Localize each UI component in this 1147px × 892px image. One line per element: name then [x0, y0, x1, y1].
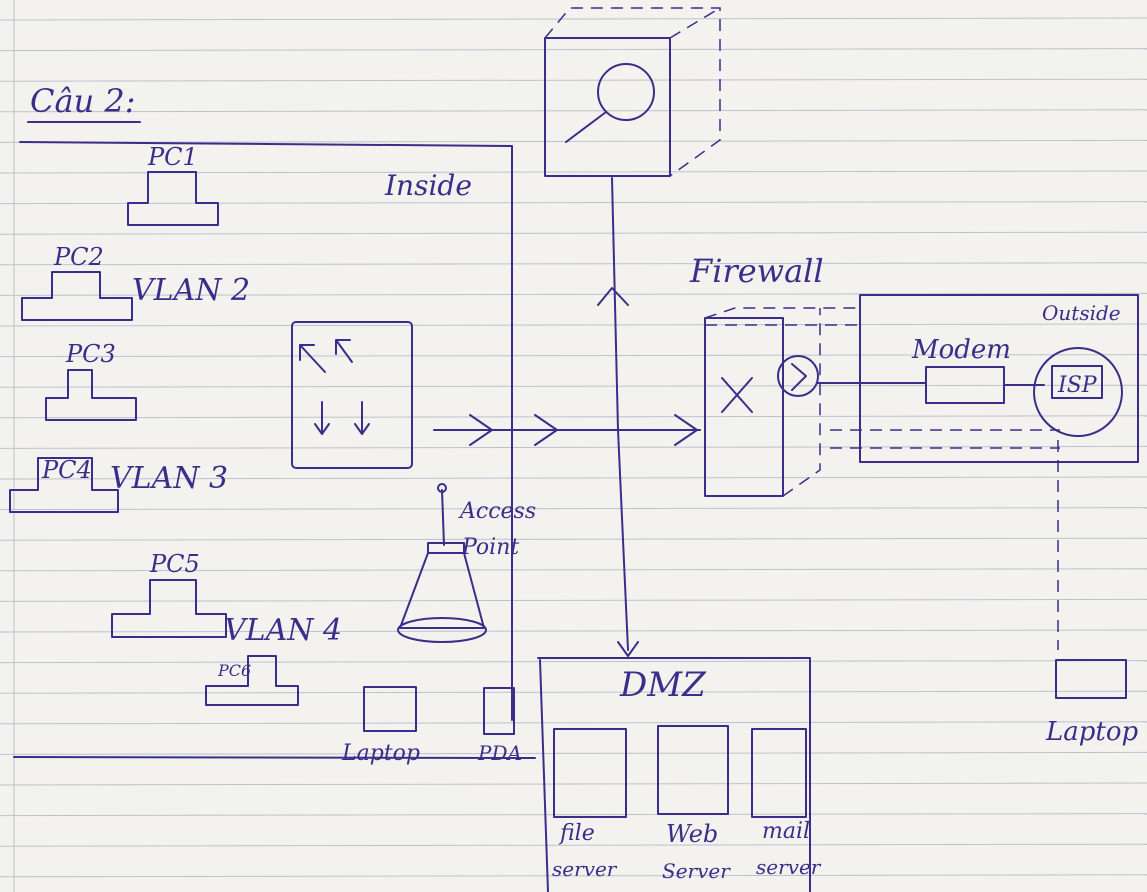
isp-label: ISP [1057, 373, 1098, 398]
ruled-line [0, 629, 1147, 633]
ruled-line [0, 660, 1147, 664]
ruled-line [0, 507, 1147, 511]
outside-zone: Outside Modem ISP [817, 294, 1139, 650]
dmz-zone: DMZ file server Web Server mail server [537, 657, 822, 892]
inside-zone: Inside [13, 141, 536, 759]
pc5-label: PC5 [149, 550, 200, 578]
pc3-label: PC3 [65, 340, 116, 368]
laptop-outside-label: Laptop [1045, 717, 1139, 747]
ruled-line [0, 262, 1147, 266]
modem-label: Modem [911, 335, 1011, 365]
laptop-inside: Laptop [341, 686, 420, 766]
ruled-line [0, 48, 1147, 52]
pc4: PC4 [9, 456, 119, 513]
mail-server-label-1: mail [762, 819, 810, 844]
ruled-line [0, 445, 1147, 449]
ruled-line [0, 201, 1147, 205]
ruled-line [0, 843, 1147, 847]
router-icon [777, 355, 819, 397]
ruled-line [0, 231, 1147, 235]
ruled-line [0, 537, 1147, 541]
ruled-line [0, 690, 1147, 694]
ruled-line [0, 17, 1147, 21]
ids-link [597, 177, 639, 657]
ruled-line [0, 139, 1147, 143]
file-server [553, 728, 627, 818]
page-title: Câu 2: [30, 82, 135, 120]
laptop-outside: Laptop [1045, 659, 1139, 747]
pc6: PC6 [205, 655, 299, 706]
outside-label: Outside [1042, 301, 1121, 325]
ruled-line [0, 813, 1147, 817]
ruled-line [0, 568, 1147, 572]
ruled-line [0, 384, 1147, 388]
pda: PDA [477, 687, 522, 765]
pc2: PC2 [21, 243, 133, 321]
ruled-line [0, 721, 1147, 725]
access-point: Access Point [397, 483, 536, 643]
mail-server [751, 728, 807, 818]
vlan2-label: VLAN 2 [132, 273, 250, 308]
inside-label: Inside [384, 169, 472, 202]
pc6-label: PC6 [217, 661, 251, 680]
ruled-line [0, 874, 1147, 878]
ruled-line [0, 109, 1147, 113]
switch-to-firewall-link [433, 414, 701, 446]
web-server-label-2: Server [662, 859, 731, 883]
pc1-label: PC1 [147, 143, 198, 171]
ruled-line [0, 292, 1147, 296]
magnifier-icon [597, 63, 655, 121]
ruled-line [0, 598, 1147, 602]
mail-server-label-2: server [756, 855, 822, 879]
web-server [657, 725, 729, 815]
access-point-label-1: Access [458, 499, 536, 524]
pc2-label: PC2 [53, 243, 104, 271]
ruled-line [0, 476, 1147, 480]
pc5: PC5 [111, 550, 227, 638]
vlan4-label: VLAN 4 [224, 613, 342, 648]
firewall-label: Firewall [689, 252, 824, 290]
pc3: PC3 [45, 340, 137, 421]
ruled-line [0, 323, 1147, 327]
isp-cloud [1033, 347, 1123, 437]
access-point-label-2: Point [461, 535, 519, 560]
ruled-line [0, 782, 1147, 786]
ids-box [544, 7, 721, 177]
pc1: PC1 [127, 143, 219, 226]
switch-icon [291, 321, 413, 469]
ruled-line [0, 78, 1147, 82]
file-server-label-2: server [552, 857, 618, 881]
ruled-line [0, 415, 1147, 419]
ruled-line [0, 354, 1147, 358]
dmz-label: DMZ [619, 665, 707, 705]
firewall: Firewall [689, 252, 860, 497]
laptop-inside-label: Laptop [341, 741, 420, 766]
web-server-label-1: Web [666, 820, 718, 848]
pda-label: PDA [477, 741, 522, 765]
ruled-line [0, 751, 1147, 755]
vlan3-label: VLAN 3 [110, 461, 228, 496]
file-server-label-1: file [558, 821, 595, 846]
pc4-label: PC4 [41, 456, 92, 484]
